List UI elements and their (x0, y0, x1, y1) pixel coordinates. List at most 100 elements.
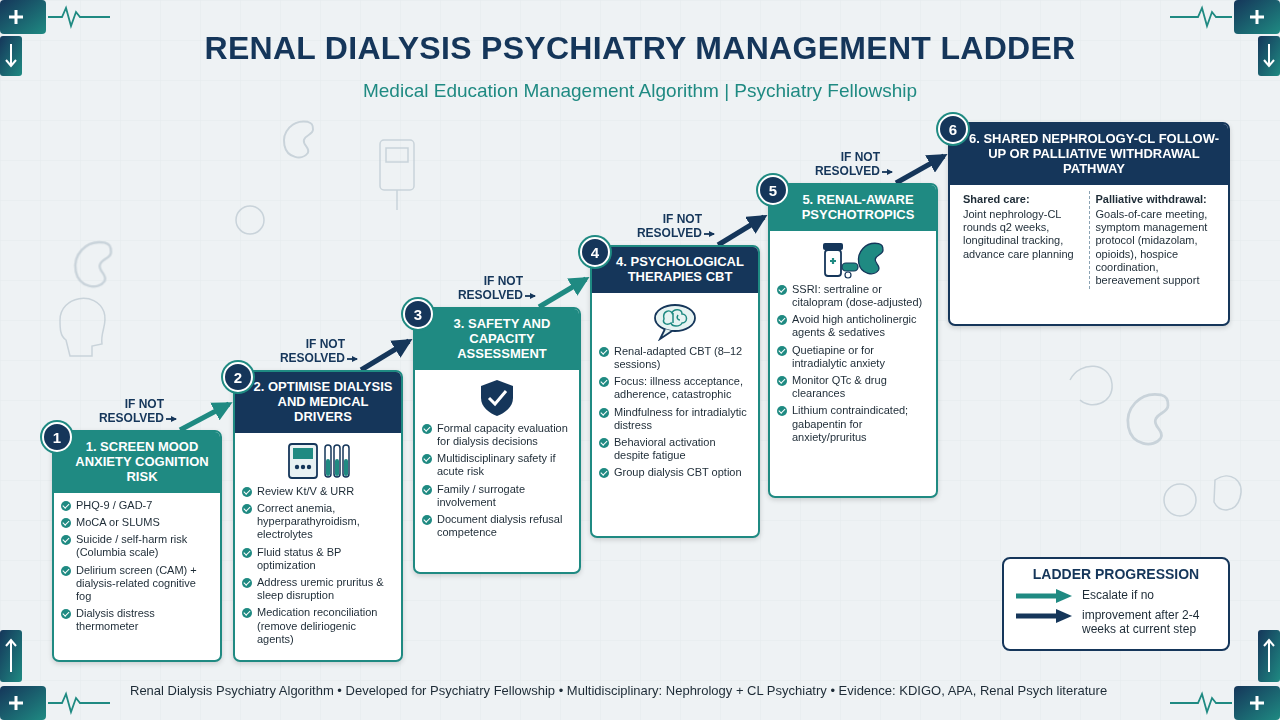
corner-block (1258, 36, 1280, 76)
faint-head (60, 298, 105, 356)
edge-label: IF NOT RESOLVED (806, 151, 880, 179)
tube (343, 445, 349, 477)
bubble-tail (660, 329, 672, 339)
step-number: 2 (223, 362, 253, 392)
step-box: 1. SCREEN MOOD ANXIETY COGNITION RISKPHQ… (52, 430, 222, 662)
bullet-item: Suicide / self-harm risk (Columbia scale… (61, 533, 213, 559)
bullet-text: SSRI: sertraline or citalopram (dose-adj… (792, 283, 929, 309)
check-icon (599, 377, 609, 387)
bullet-item: Medication reconciliation (remove deliri… (242, 606, 394, 646)
bullet-text: Family / surrogate involvement (437, 483, 572, 509)
corner-arrow (6, 44, 16, 66)
callout-number: 6 (949, 121, 957, 138)
step-number: 6 (938, 114, 968, 144)
bullet-item: Document dialysis refusal competence (422, 513, 572, 539)
check-icon (599, 347, 609, 357)
machine-knob (295, 465, 299, 469)
pathway-text: Goals-of-care meeting, symptom managemen… (1096, 208, 1216, 287)
legend-arrow-head (1056, 609, 1072, 623)
escalation-arrow (718, 217, 764, 245)
machine-knob (307, 465, 311, 469)
legend-arrow-shaft (1016, 594, 1058, 599)
bullet-text: Lithium contraindicated; gabapentin for … (792, 404, 929, 444)
small-arrow (166, 418, 176, 420)
ecg-trace (1170, 694, 1232, 712)
tablet (845, 272, 851, 278)
step-heading: 6. SHARED NEPHROLOGY-CL FOLLOW-UP OR PAL… (950, 124, 1228, 185)
bullet-text: Group dialysis CBT option (614, 466, 742, 479)
legend-arrow-shaft (1016, 614, 1058, 619)
bullet-text: Suicide / self-harm risk (Columbia scale… (76, 533, 213, 559)
pathway-text: Shared care: (963, 193, 1083, 206)
ecg-trace (48, 694, 110, 712)
corner-block (0, 0, 46, 34)
faint-curve (1070, 366, 1112, 405)
bullet-text: Dialysis distress thermometer (76, 607, 213, 633)
device-icon (283, 441, 353, 481)
faint-kidney (75, 242, 111, 286)
small-arrow (525, 295, 535, 297)
step-number: 1 (42, 422, 72, 452)
bullet-text: Correct anemia, hyperparathyroidism, ele… (257, 502, 394, 542)
bullet-item: SSRI: sertraline or citalopram (dose-adj… (777, 283, 929, 309)
head-icon (640, 301, 710, 341)
faint-circle (236, 206, 264, 234)
legend-arrow-sample (1014, 588, 1074, 604)
footer-caption: Renal Dialysis Psychiatry Algorithm • De… (130, 683, 1107, 698)
thought-bubble (655, 305, 695, 331)
tube (325, 445, 331, 477)
bullet-item: Multidisciplinary safety if acute risk (422, 452, 572, 478)
faint-stand (396, 190, 398, 210)
bullet-item: Group dialysis CBT option (599, 466, 751, 479)
check-icon (599, 468, 609, 478)
step-box: 3. SAFETY AND CAPACITY ASSESSMENTFormal … (413, 307, 581, 574)
faint-organ (1214, 476, 1241, 510)
bullet-text: Fluid status & BP optimization (257, 546, 394, 572)
pathway-text: Joint nephrology-CL rounds q2 weeks, lon… (963, 208, 1083, 261)
check-icon (777, 285, 787, 295)
corner-plus (1250, 696, 1264, 710)
bullet-text: Medication reconciliation (remove deliri… (257, 606, 394, 646)
edge-label: IF NOT RESOLVED (271, 338, 345, 366)
corner-plus (1250, 10, 1264, 24)
step-heading: 1. SCREEN MOOD ANXIETY COGNITION RISK (54, 432, 220, 493)
check-icon (777, 346, 787, 356)
check-icon (242, 548, 252, 558)
pathway-column: Shared care: Joint nephrology-CL rounds q… (957, 191, 1089, 289)
bullet-item: MoCA or SLUMS (61, 516, 213, 529)
bullet-item: Fluid status & BP optimization (242, 546, 394, 572)
callout-number: 2 (234, 369, 242, 386)
check-icon (422, 424, 432, 434)
step-body: Shared care: Joint nephrology-CL rounds q… (950, 185, 1228, 297)
kidney-symbol (858, 243, 883, 273)
pathway-text: Palliative withdrawal: (1096, 193, 1216, 206)
bullet-item: Focus: illness acceptance, adherence, ca… (599, 375, 751, 401)
check-icon (777, 315, 787, 325)
small-arrow (882, 171, 892, 173)
bullet-item: Formal capacity evaluation for dialysis … (422, 422, 572, 448)
faint-circle (1164, 484, 1196, 516)
check-icon (777, 376, 787, 386)
corner-block (1234, 686, 1280, 720)
corner-arrow (6, 640, 16, 672)
bullet-item: Quetiapine or for intradialytic anxiety (777, 344, 929, 370)
legend-text: improvement after 2-4 weeks at current s… (1082, 608, 1218, 637)
check-icon (242, 504, 252, 514)
bullet-text: Delirium screen (CAM) + dialysis-related… (76, 564, 213, 604)
check-icon (242, 608, 252, 618)
bullet-text: Focus: illness acceptance, adherence, ca… (614, 375, 751, 401)
check-icon (61, 501, 71, 511)
faint-screen (386, 148, 408, 162)
bullet-text: Mindfulness for intradialytic distress (614, 406, 751, 432)
bullet-text: Avoid high anticholinergic agents & seda… (792, 313, 929, 339)
bullet-item: Avoid high anticholinergic agents & seda… (777, 313, 929, 339)
check-icon (422, 485, 432, 495)
faint-dialysis-machine (380, 140, 414, 190)
corner-block (1234, 0, 1280, 34)
brain-outline (664, 310, 687, 326)
small-arrow (704, 233, 714, 235)
tube-fluid (326, 459, 330, 476)
legend-row: improvement after 2-4 weeks at current s… (1014, 608, 1218, 637)
edge-label: IF NOT RESOLVED (90, 398, 164, 426)
